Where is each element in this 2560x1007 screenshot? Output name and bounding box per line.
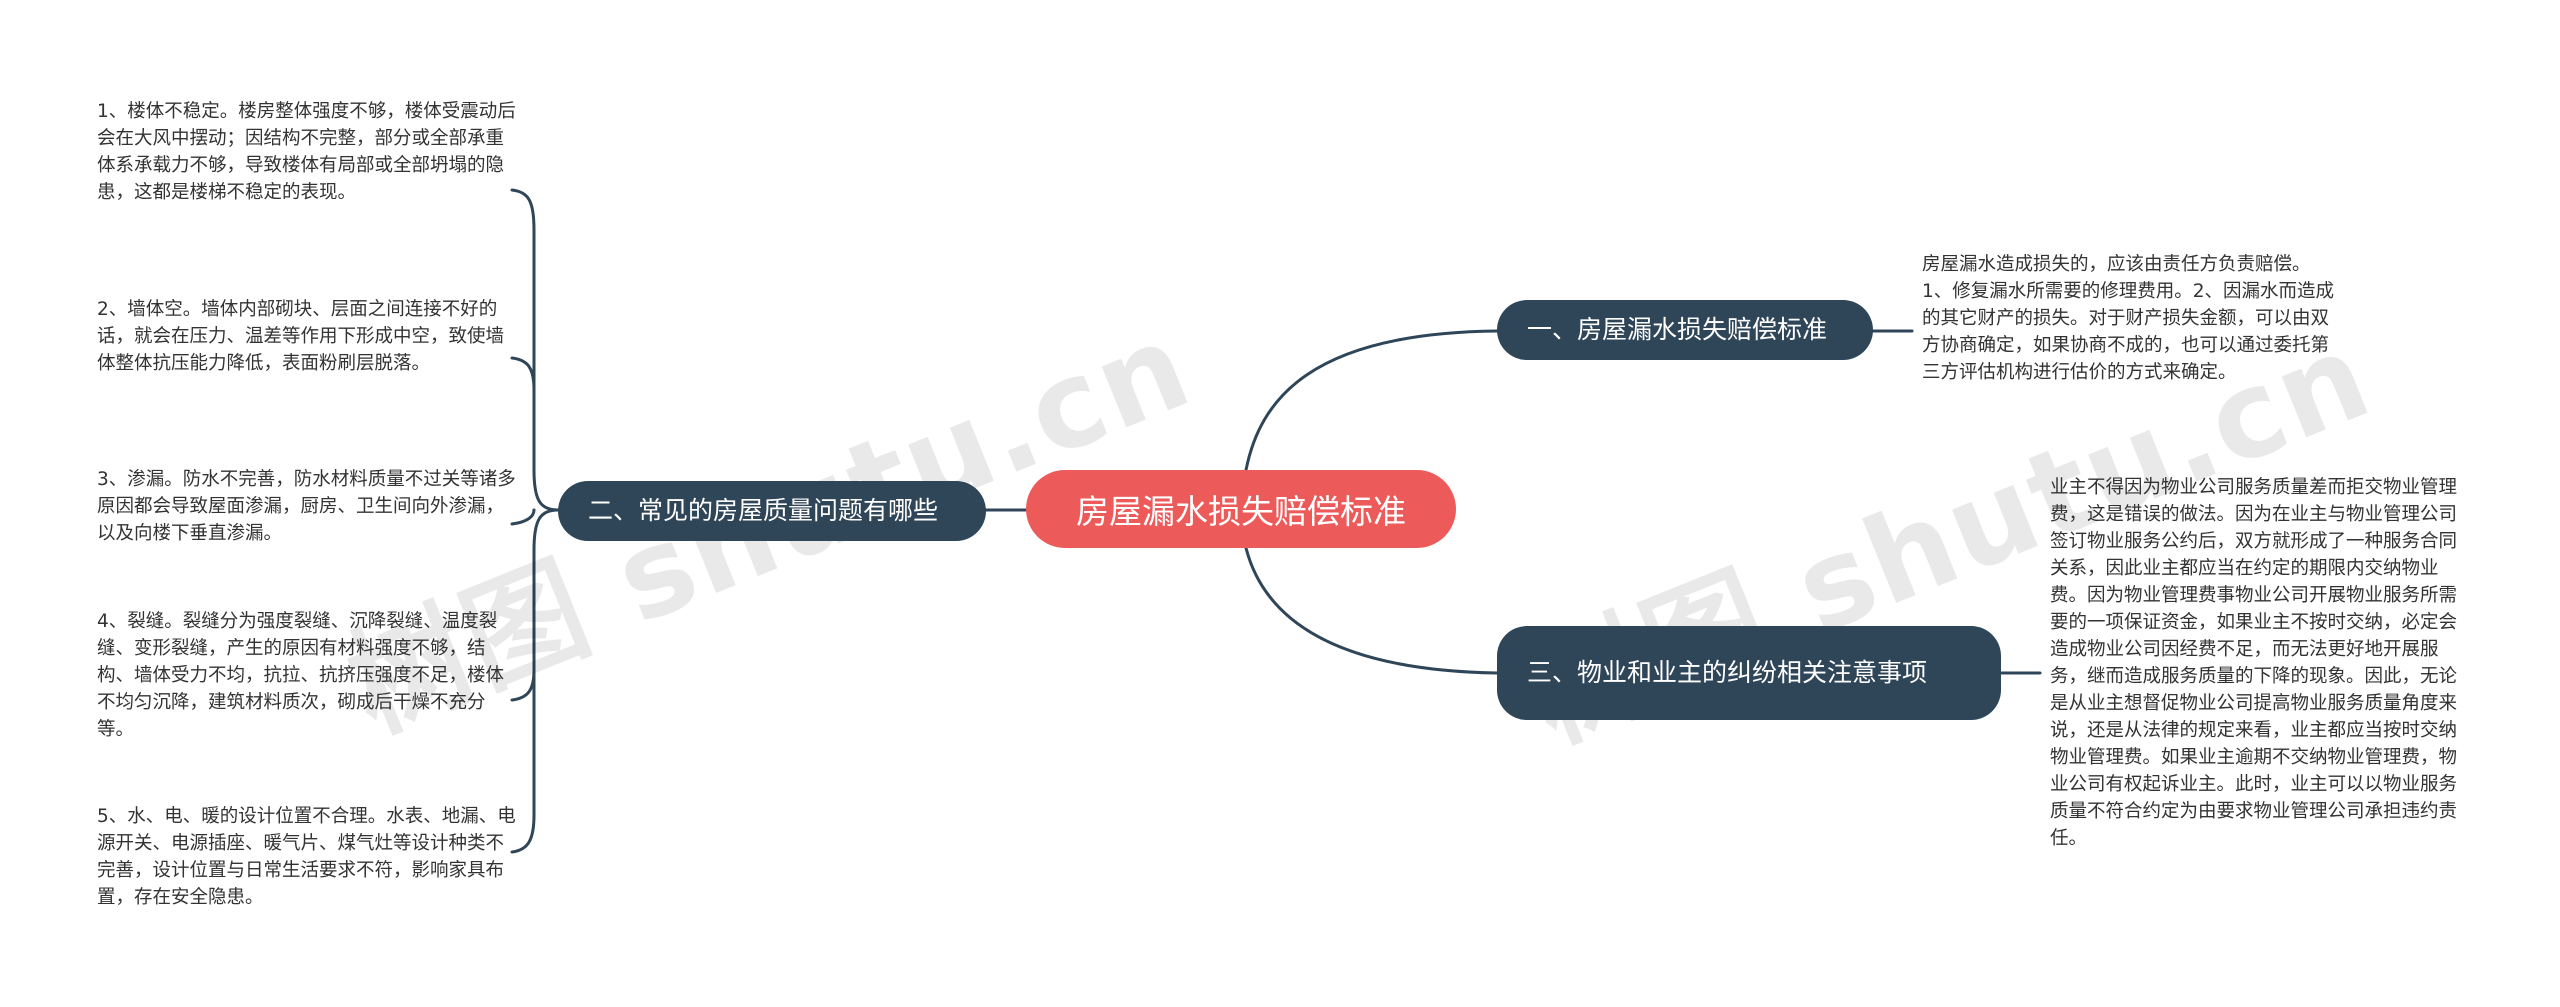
branch-topic-label: 一、房屋漏水损失赔偿标准: [1527, 315, 1828, 345]
branch-topic-quality-problems[interactable]: 二、常见的房屋质量问题有哪些: [558, 481, 986, 541]
root-topic-label: 房屋漏水损失赔偿标准: [1076, 492, 1406, 531]
connector-branch2-leaf3: [510, 508, 536, 526]
connector-branch2-leaf5: [510, 658, 536, 854]
leaf-compensation-detail: 房屋漏水造成损失的，应该由责任方负责赔偿。1、修复漏水所需要的修理费用。2、因漏…: [1922, 254, 2335, 383]
connector-root-branch1: [1244, 329, 1499, 472]
connector-branch2-leaf1: [510, 188, 560, 512]
branch-topic-label: 三、物业和业主的纠纷相关注意事项: [1527, 658, 1928, 688]
root-topic[interactable]: 房屋漏水损失赔偿标准: [1026, 470, 1456, 548]
leaf-quality-problem-2: 2、墙体空。墙体内部砌块、层面之间连接不好的话，就会在压力、温差等作用下形成中空…: [97, 299, 505, 374]
leaf-property-dispute-detail: 业主不得因为物业公司服务质量差而拒交物业管理费，这是错误的做法。因为在业主与物业…: [2050, 477, 2458, 849]
branch-topic-compensation-standard[interactable]: 一、房屋漏水损失赔偿标准: [1497, 300, 1873, 360]
leaf-quality-problem-1: 1、楼体不稳定。楼房整体强度不够，楼体受震动后会在大风中摆动；因结构不完整，部分…: [97, 101, 516, 203]
leaf-quality-problem-4: 4、裂缝。裂缝分为强度裂缝、沉降裂缝、温度裂缝、变形裂缝，产生的原因有材料强度不…: [97, 611, 505, 740]
connector-branch2-leaf4: [510, 508, 560, 702]
branch-topic-label: 二、常见的房屋质量问题有哪些: [588, 496, 939, 526]
leaf-quality-problem-3: 3、渗漏。防水不完善，防水材料质量不过关等诸多原因都会导致屋面渗漏，厨房、卫生间…: [97, 469, 516, 544]
connector-branch2-leaf2: [510, 356, 536, 392]
branch-topic-property-disputes[interactable]: 三、物业和业主的纠纷相关注意事项: [1497, 626, 2001, 720]
connector-root-branch3: [1244, 546, 1499, 675]
leaf-quality-problem-5: 5、水、电、暖的设计位置不合理。水表、地漏、电源开关、电源插座、暖气片、煤气灶等…: [97, 806, 516, 908]
